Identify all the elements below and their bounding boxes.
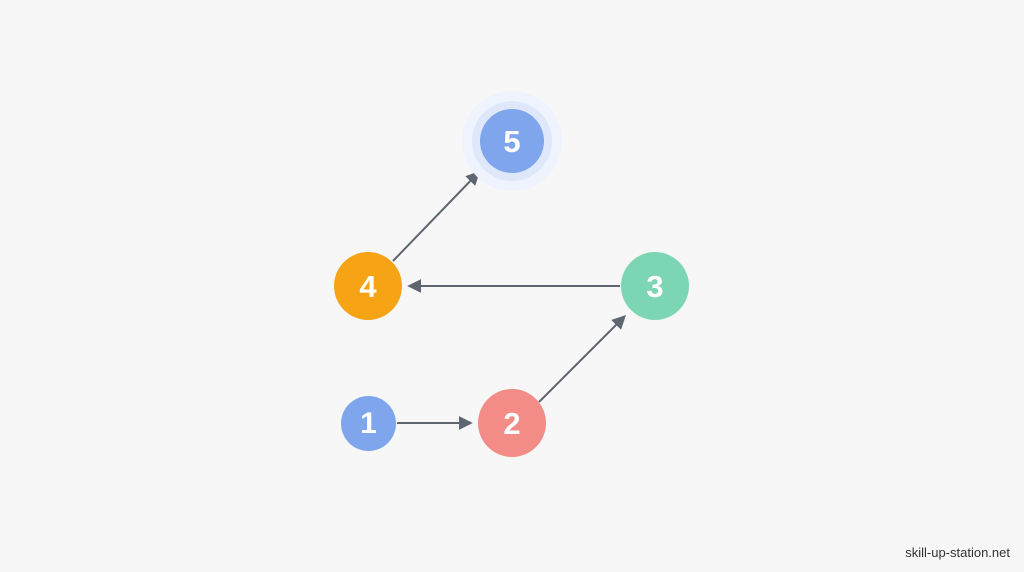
node-1: 1 (341, 396, 396, 451)
watermark-text: skill-up-station.net (905, 545, 1010, 560)
node-2: 2 (478, 389, 546, 457)
node-3: 3 (621, 252, 689, 320)
node-1-label: 1 (360, 406, 377, 440)
node-4: 4 (334, 252, 402, 320)
edge-4-to-5 (392, 170, 480, 262)
node-3-label: 3 (646, 268, 664, 304)
node-2-label: 2 (503, 405, 521, 441)
edge-2-to-3 (538, 315, 626, 403)
node-4-label: 4 (359, 268, 377, 304)
node-5-label: 5 (503, 123, 521, 159)
node-5: 5 (480, 109, 544, 173)
